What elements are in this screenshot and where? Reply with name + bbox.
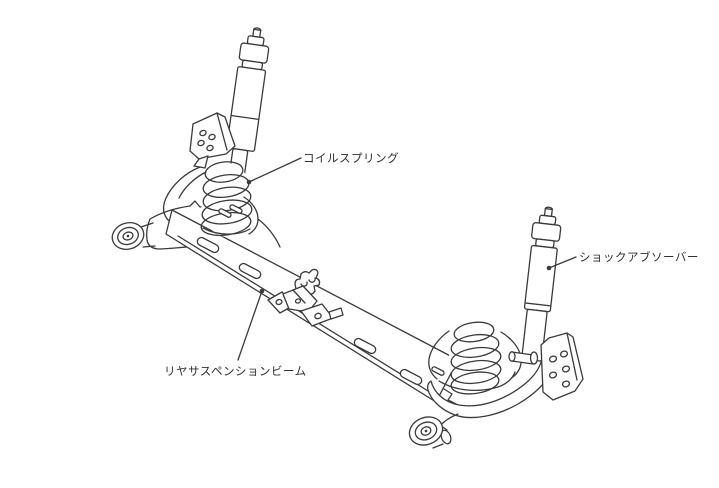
label-leader-rear-suspension-beam <box>237 288 265 361</box>
right-shock-absorber-drawing <box>521 206 562 362</box>
right-mount-bracket <box>540 332 584 401</box>
label-leader-coil-spring <box>246 157 302 185</box>
rear-suspension-beam-label: リヤサスペンションビーム <box>164 364 307 378</box>
beam-slot <box>196 236 423 386</box>
left-seat-lip <box>202 204 251 235</box>
label-leader-dot <box>259 288 265 294</box>
label-leader-dot <box>246 179 252 185</box>
right-spring-seat <box>428 320 522 396</box>
label-leader-dot <box>546 265 552 271</box>
beam-center-brackets <box>267 268 344 327</box>
rear-bushing-right <box>408 416 452 449</box>
left-mount-bracket <box>189 112 236 169</box>
coil-spring-label: コイルスプリング <box>303 151 399 165</box>
front-bushing-left <box>111 222 156 250</box>
label-leader-shock-absorber <box>546 256 577 271</box>
right-shock-lower-pin <box>508 351 539 365</box>
shock-absorber-label: ショックアブソーバー <box>579 250 699 264</box>
right-seat-lip <box>438 371 516 392</box>
